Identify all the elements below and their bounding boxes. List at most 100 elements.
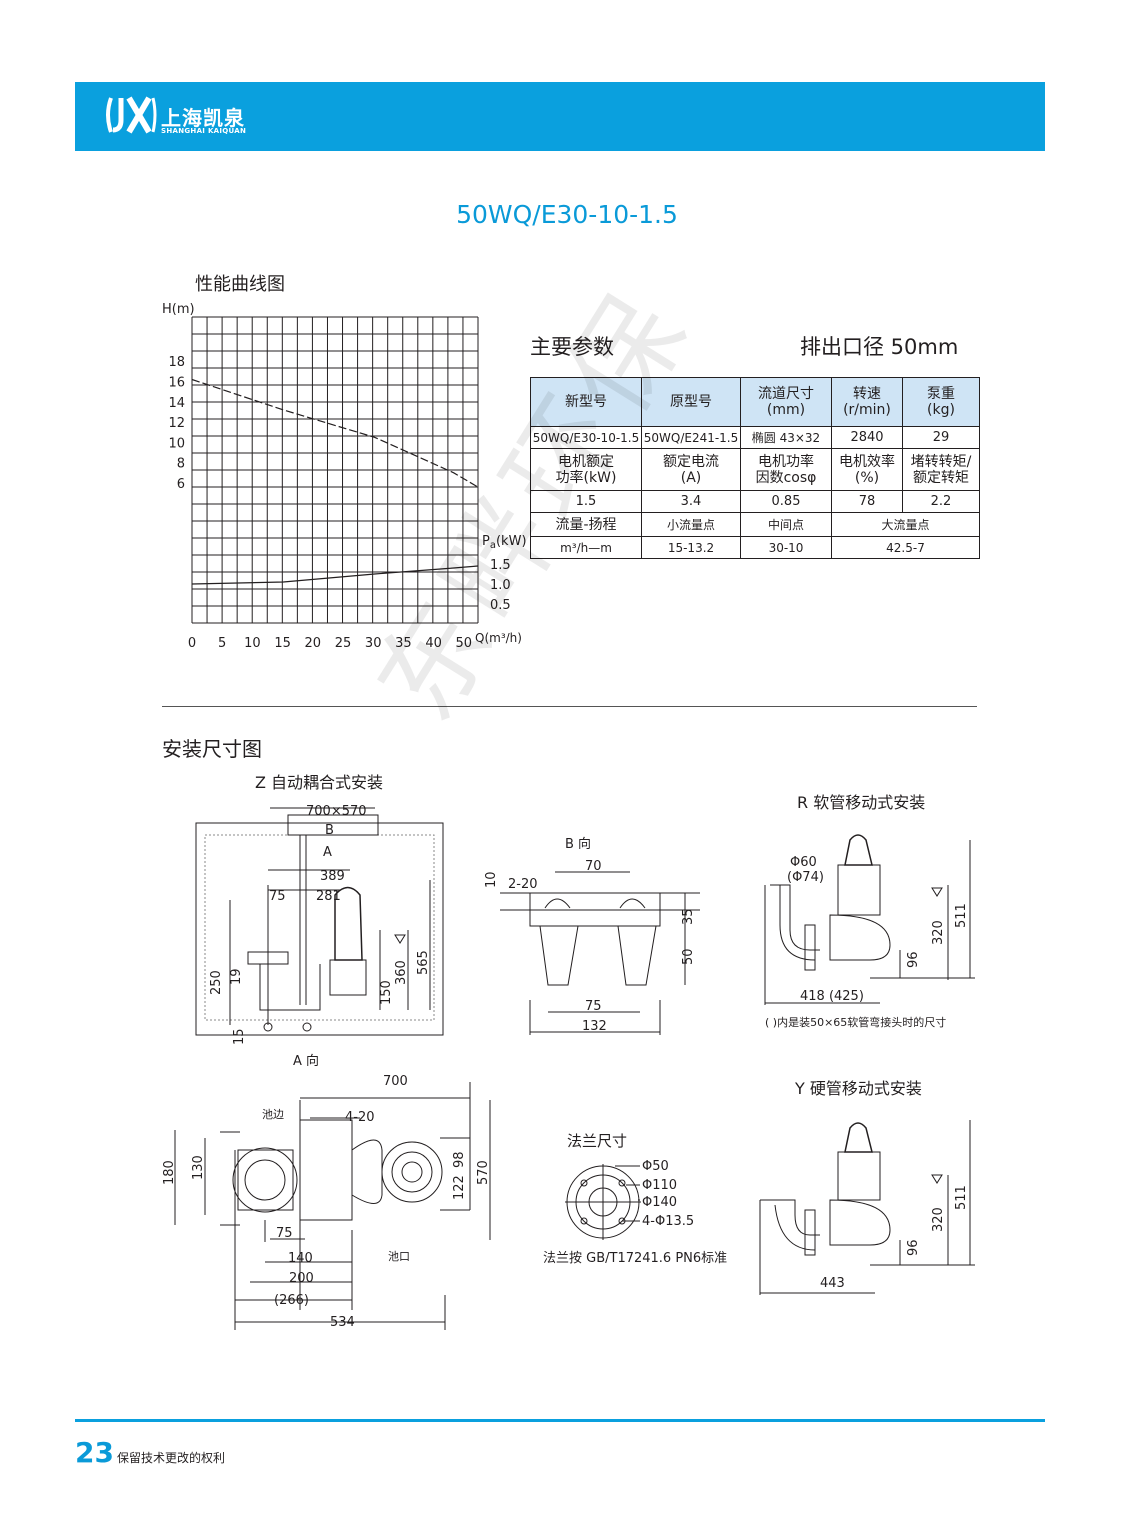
h-tick-label: 18 [168, 355, 185, 370]
table-cell: 中间点 [740, 512, 832, 537]
footer-line [75, 1419, 1045, 1422]
table-cell: m³/h—m [530, 536, 642, 559]
dim-label: 140 [288, 1251, 313, 1266]
p-tick-label: 0.5 [490, 598, 511, 613]
dim-label: 443 [820, 1276, 845, 1291]
table-cell: 30-10 [740, 536, 832, 559]
q-tick-label: 35 [395, 636, 412, 651]
h-axis-label: H(m) [162, 302, 195, 317]
section-divider [162, 706, 977, 707]
dim-label: 96 [906, 1239, 921, 1256]
dim-label: 511 [954, 1185, 969, 1210]
dim-label: Φ140 [642, 1195, 677, 1210]
dim-label: 75 [269, 889, 286, 904]
dim-label: 50 [681, 948, 696, 965]
table-cell: 小流量点 [641, 512, 741, 537]
kaiquan-logo-icon [106, 96, 157, 134]
dim-label: 200 [289, 1271, 314, 1286]
table-cell: 2840 [831, 426, 903, 449]
rights-notice: 保留技术更改的权利 [117, 1451, 226, 1465]
q-tick-label: 50 [456, 636, 473, 651]
p-tick-label: 1.0 [490, 578, 511, 593]
brand-name-en: SHANGHAI KAIQUAN [161, 127, 247, 135]
dim-label: 98 [452, 1151, 467, 1168]
q-tick-label: 30 [365, 636, 382, 651]
dim-label: 96 [906, 951, 921, 968]
page-number: 23 [75, 1436, 114, 1469]
dim-label: 4-Φ13.5 [642, 1214, 694, 1229]
dim-label: 320 [931, 1207, 946, 1232]
table-cell: 转速(r/min) [831, 377, 903, 427]
table-cell: 0.85 [740, 490, 832, 513]
table-cell: 泵重(kg) [902, 377, 980, 427]
dim-label: Φ50 [642, 1159, 669, 1174]
table-cell: 15-13.2 [641, 536, 741, 559]
table-cell: 1.5 [530, 490, 642, 513]
dim-label: (Φ74) [787, 870, 824, 885]
dim-label: 70 [585, 859, 602, 874]
q-axis-label: Q(m³/h) [475, 631, 522, 645]
page-title: 50WQ/E30-10-1.5 [456, 200, 678, 229]
header-band: 上海凯泉 SHANGHAI KAIQUAN [75, 82, 1045, 151]
table-cell: 大流量点 [831, 512, 980, 537]
dim-label: A [323, 845, 332, 860]
chart-grid [191, 316, 479, 624]
dim-label: Φ60 [790, 855, 817, 870]
dim-label: 19 [229, 968, 244, 985]
dim-label: (266) [274, 1293, 309, 1308]
table-cell: 29 [902, 426, 980, 449]
table-cell: 堵转转矩/额定转矩 [902, 448, 980, 491]
dim-label: 150 [379, 980, 394, 1005]
q-tick-label: 10 [244, 636, 261, 651]
dim-label: 180 [162, 1160, 177, 1185]
table-cell: 流量-扬程 [530, 512, 642, 537]
table-cell: 新型号 [530, 377, 642, 427]
h-tick-label: 16 [168, 376, 185, 391]
dim-label: 2-20 [508, 877, 538, 892]
dim-label: 389 [320, 869, 345, 884]
dim-label: 130 [191, 1155, 206, 1180]
install-drawings: Z 自动耦合式安装 R 软管移动式安装 Y 硬管移动式安装 B 向 A 向 法兰… [162, 773, 975, 1330]
table-cell: 50WQ/E241-1.5 [641, 426, 741, 449]
pool-edge-label: 池边 [262, 1108, 284, 1121]
r-note: ( )内是装50×65软管弯接头时的尺寸 [765, 1015, 946, 1029]
table-cell: 椭圆 43×32 [740, 426, 832, 449]
y-install-title: Y 硬管移动式安装 [794, 1079, 922, 1098]
table-cell: 电机功率因数cosφ [740, 448, 832, 491]
dim-label: Φ110 [642, 1178, 677, 1193]
table-cell: 42.5-7 [831, 536, 980, 559]
pool-mouth-label: 池口 [388, 1250, 410, 1263]
power-curve [191, 565, 479, 585]
table-cell: 原型号 [641, 377, 741, 427]
flange-title: 法兰尺寸 [567, 1132, 627, 1150]
dim-label: 511 [954, 903, 969, 928]
dim-label: 75 [585, 999, 602, 1014]
params-title: 主要参数 [530, 335, 614, 359]
chart-heading: 性能曲线图 [195, 274, 285, 295]
q-tick-label: 15 [274, 636, 291, 651]
r-install-title: R 软管移动式安装 [797, 793, 925, 812]
install-heading: 安装尺寸图 [162, 737, 262, 761]
table-cell: 78 [831, 490, 903, 513]
dim-label: 320 [931, 920, 946, 945]
p-tick-label: 1.5 [490, 558, 511, 573]
params-table: 新型号 原型号 流道尺寸(mm) 转速(r/min) 泵重(kg) 50WQ/E… [530, 377, 980, 559]
dim-label: 700 [383, 1074, 408, 1089]
dim-label: 35 [681, 908, 696, 925]
dim-label: 281 [316, 889, 341, 904]
flange-note: 法兰按 GB/T17241.6 PN6标准 [543, 1251, 727, 1266]
table-cell: 电机额定功率(kW) [530, 448, 642, 491]
q-tick-label: 40 [425, 636, 442, 651]
dim-label: 250 [209, 970, 224, 995]
dim-label: 15 [232, 1028, 247, 1045]
b-view-label: B 向 [565, 836, 591, 852]
q-tick-label: 5 [218, 636, 226, 651]
q-tick-label: 20 [305, 636, 322, 651]
dim-label: 75 [276, 1226, 293, 1241]
dim-label: 10 [484, 871, 499, 888]
h-tick-label: 12 [168, 416, 185, 431]
dim-label: 360 [394, 960, 409, 985]
table-cell: 流道尺寸(mm) [740, 377, 832, 427]
table-cell: 额定电流(A) [641, 448, 741, 491]
